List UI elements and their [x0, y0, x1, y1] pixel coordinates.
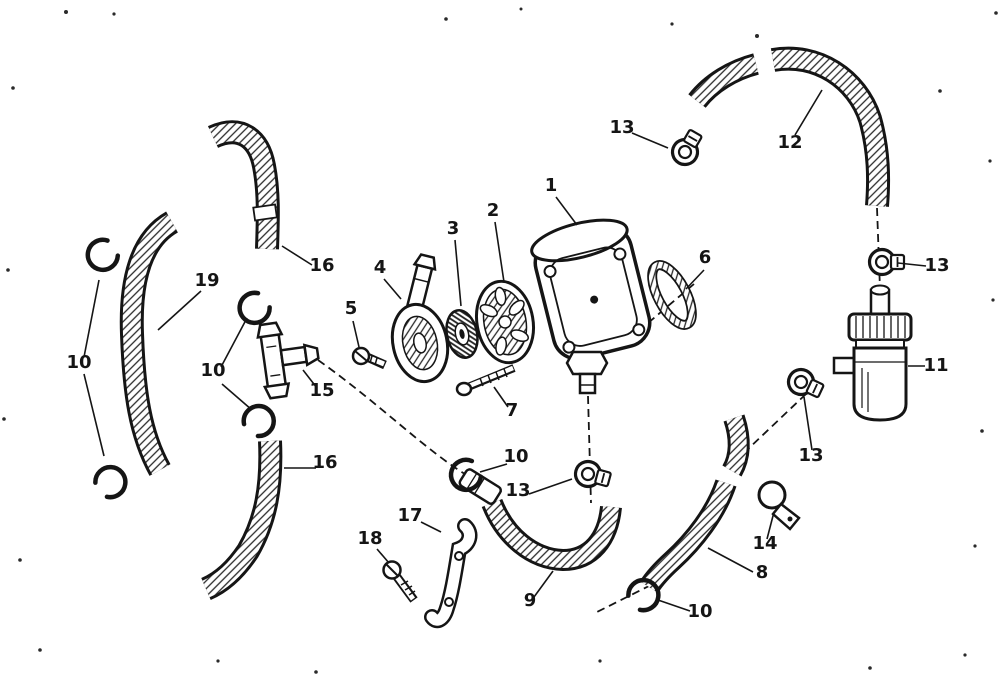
- part-16-hose-lower: [200, 440, 283, 601]
- callout-leader: [685, 269, 705, 290]
- callout-label-17: 17: [397, 505, 422, 526]
- callout-label-1: 1: [545, 175, 558, 196]
- callout-leader: [83, 373, 105, 457]
- callout-label-10-b: 10: [200, 360, 225, 381]
- callout-label-10-a: 10: [66, 352, 91, 373]
- callout-leader: [376, 548, 390, 564]
- callout-leader: [707, 547, 754, 573]
- callout-leader: [555, 196, 578, 226]
- callout-label-5: 5: [345, 298, 358, 319]
- callout-leader: [352, 320, 360, 348]
- part-14-cable-clamp: [757, 480, 801, 531]
- hose-end-connector: [458, 468, 502, 505]
- callout-leader: [157, 290, 202, 331]
- part-9-hose: [481, 498, 622, 572]
- callout-label-16-a: 16: [309, 255, 334, 276]
- callout-label-3: 3: [447, 218, 460, 239]
- hose-clamp-13: [666, 125, 709, 171]
- callout-leader: [479, 463, 508, 473]
- part-8-hose: [639, 414, 750, 594]
- callout-label-2: 2: [487, 200, 500, 221]
- callout-label-15: 15: [309, 380, 334, 401]
- callout-label-13-d: 13: [505, 480, 530, 501]
- callout-leader: [302, 369, 318, 389]
- part-17-bracket: [424, 518, 478, 629]
- callout-leader: [281, 245, 313, 266]
- callout-label-13-c: 13: [798, 445, 823, 466]
- part-15-tee-fitting: [256, 321, 320, 400]
- callout-leader: [493, 386, 509, 408]
- callout-leader: [794, 89, 823, 136]
- callout-label-13-a: 13: [609, 117, 634, 138]
- callout-leader: [897, 262, 927, 267]
- retainer-clip-10: [83, 236, 121, 275]
- callout-label-10-d: 10: [687, 601, 712, 622]
- callout-label-8: 8: [756, 562, 769, 583]
- callout-label-13-b: 13: [924, 255, 949, 276]
- hose-clamp-13: [571, 457, 615, 494]
- callout-leader: [83, 279, 100, 358]
- retainer-clip-10: [234, 288, 273, 328]
- callout-leader: [220, 317, 248, 368]
- callout-label-12: 12: [777, 132, 802, 153]
- callout-label-7: 7: [506, 400, 519, 421]
- callout-label-19: 19: [194, 270, 219, 291]
- callout-leader: [454, 239, 462, 307]
- callout-leader: [766, 511, 775, 540]
- part-19-long-hose: [119, 211, 179, 476]
- callout-leader: [420, 521, 442, 533]
- part-2-valve-plate: [475, 279, 535, 365]
- callout-label-4: 4: [374, 257, 387, 278]
- callout-leader: [631, 132, 669, 149]
- callout-label-18: 18: [357, 528, 382, 549]
- callout-label-10-c: 10: [503, 446, 528, 467]
- callout-label-11: 11: [923, 355, 948, 376]
- retainer-clip-10: [239, 400, 280, 441]
- callout-leader-lines: [83, 89, 927, 612]
- callout-leader: [494, 221, 505, 283]
- hose-clamp-13: [782, 363, 828, 405]
- retainer-clip-10: [91, 462, 130, 502]
- callout-leader: [221, 383, 253, 411]
- part-11-fuel-filter: [832, 284, 913, 422]
- callout-label-16-b: 16: [312, 452, 337, 473]
- part-18-screw: [382, 560, 418, 603]
- part-5-screw: [351, 346, 387, 370]
- part-6-gasket: [647, 260, 697, 330]
- part-1-fuel-pump-body: [530, 218, 652, 395]
- callout-leader: [533, 570, 554, 598]
- callout-leader: [803, 396, 813, 451]
- part-4-check-valve-elbow: [390, 253, 450, 384]
- callout-label-6: 6: [699, 247, 712, 268]
- callout-leader: [657, 599, 691, 612]
- hose-clamp-13: [867, 247, 906, 277]
- callout-label-9: 9: [524, 590, 537, 611]
- callout-leader: [383, 278, 402, 300]
- part-7-screw: [455, 364, 516, 397]
- callout-label-14: 14: [752, 533, 777, 554]
- part-16-hose-upper: [207, 120, 280, 250]
- paper-specks: [2, 7, 998, 674]
- part-12-fuel-supply-hose: [688, 46, 891, 207]
- callout-labels: 13 12 1 2 3 6 13 4 16 19 5 10 10 11 15 7…: [66, 117, 949, 622]
- callout-leader: [528, 478, 573, 495]
